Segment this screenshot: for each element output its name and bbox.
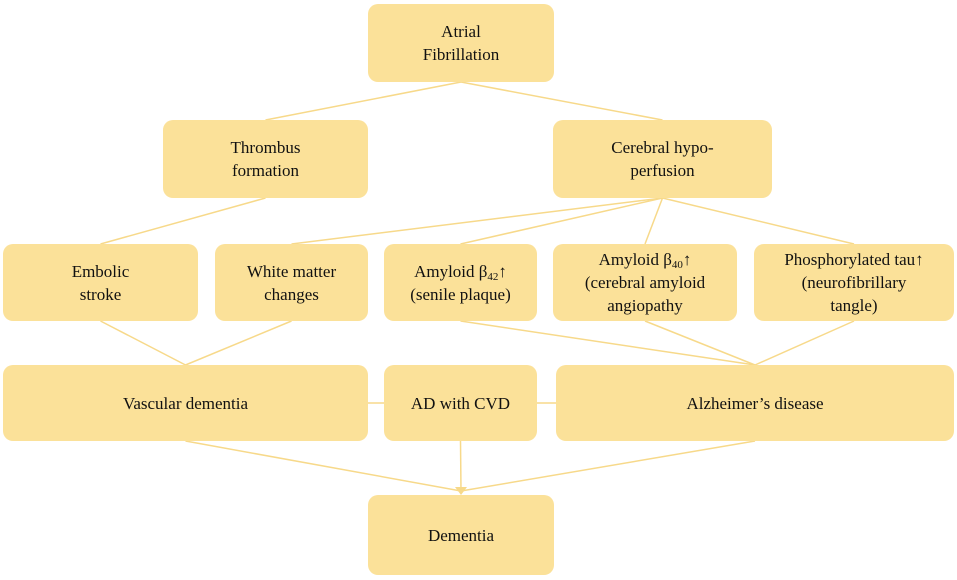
edge-embolic-vascular: [100, 320, 186, 366]
node-label: Amyloid β40↑ (cerebral amyloid angiopath…: [584, 250, 706, 315]
node-label: Vascular dementia: [122, 393, 249, 413]
node-label: Phosphorylated tau↑ (neurofibrillary tan…: [784, 250, 924, 315]
node-atrial-fibrillation: Atrial Fibrillation: [368, 4, 554, 82]
node-amyloid-beta-42: Amyloid β42↑ (senile plaque): [384, 244, 537, 321]
edge-vascular-dementia: [185, 440, 462, 492]
node-embolic-stroke: Embolic stroke: [3, 244, 198, 321]
edge-af-hypo: [460, 81, 663, 121]
edge-hypo-white: [291, 197, 663, 245]
edge-ab42-alz: [460, 320, 756, 366]
edge-hypo-ab40: [644, 197, 664, 245]
edge-tau-alz: [754, 320, 855, 366]
edge-white-vascular: [185, 320, 292, 366]
node-label: Atrial Fibrillation: [422, 22, 500, 64]
arrowhead-icon: [455, 487, 467, 495]
node-label: Amyloid β42↑ (senile plaque): [410, 261, 511, 304]
node-dementia: Dementia: [368, 495, 554, 575]
edge-hypo-tau: [662, 197, 855, 245]
node-alzheimers-disease: Alzheimer’s disease: [556, 365, 954, 441]
node-ad-with-cvd: AD with CVD: [384, 365, 537, 441]
node-phosphorylated-tau: Phosphorylated tau↑ (neurofibrillary tan…: [754, 244, 954, 321]
edge-hypo-ab42: [460, 197, 663, 245]
edge-ab40-alz: [644, 320, 756, 366]
node-white-matter-changes: White matter changes: [215, 244, 368, 321]
edge-adcvd-dementia: [459, 440, 462, 492]
node-label: White matter changes: [246, 261, 337, 304]
edge-thrombus-embolic: [100, 197, 266, 245]
node-thrombus-formation: Thrombus formation: [163, 120, 368, 198]
node-label: AD with CVD: [410, 393, 511, 413]
edge-alz-dementia: [460, 440, 756, 492]
node-vascular-dementia: Vascular dementia: [3, 365, 368, 441]
node-cerebral-hypoperfusion: Cerebral hypo- perfusion: [553, 120, 772, 198]
node-label: Thrombus formation: [230, 138, 301, 180]
edge-af-thrombus: [265, 81, 462, 121]
node-label: Dementia: [427, 525, 495, 545]
node-label: Cerebral hypo- perfusion: [611, 138, 714, 180]
node-label: Alzheimer’s disease: [686, 393, 824, 413]
node-label: Embolic stroke: [71, 261, 130, 304]
node-amyloid-beta-40: Amyloid β40↑ (cerebral amyloid angiopath…: [553, 244, 737, 321]
